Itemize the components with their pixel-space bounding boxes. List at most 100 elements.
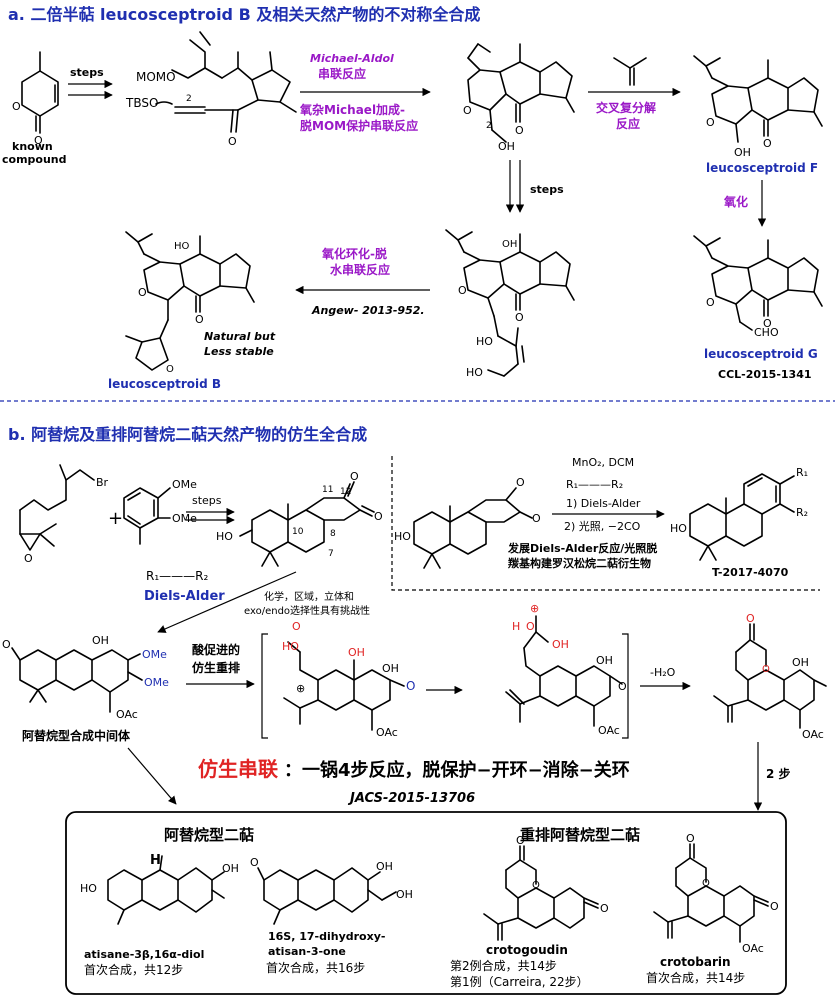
tq-ho: HO bbox=[394, 530, 411, 543]
quinone-o-2: O bbox=[374, 510, 383, 523]
hydroxy-intermediate-structure bbox=[445, 229, 575, 377]
int-oac: OAc bbox=[116, 708, 138, 721]
atisane-header: 阿替烷型二萜 bbox=[164, 826, 254, 844]
plus-sign: + bbox=[108, 508, 123, 529]
tricycle-subscript-a: 2 bbox=[486, 121, 492, 131]
mid-ho-1: HO bbox=[476, 335, 493, 348]
product-3-name: crotogoudin bbox=[486, 943, 568, 957]
two-step-label: 2 步 bbox=[766, 766, 791, 781]
num-10: 10 bbox=[292, 527, 304, 537]
cascade-desc: ：一锅4步反应，脱保护−开环−消除−关环 bbox=[284, 759, 630, 781]
p2-oh-2: OH bbox=[396, 888, 413, 901]
atisanone-structure bbox=[257, 867, 397, 925]
known-compound-label: known bbox=[12, 140, 53, 153]
lactone-product-structure bbox=[713, 623, 827, 729]
leuco-f-ketone: O bbox=[763, 137, 772, 150]
oxo-oac: OAc bbox=[598, 724, 620, 737]
method-desc-2: 羰基构建罗汉松烷二萜衍生物 bbox=[507, 556, 651, 570]
leuco-b-ketone: O bbox=[195, 313, 204, 326]
cat-o-blue: O bbox=[406, 679, 415, 693]
p1-oh: OH bbox=[222, 862, 239, 875]
mid-o: O bbox=[458, 284, 467, 297]
int-ome-2: OMe bbox=[144, 676, 169, 689]
podo-ho: HO bbox=[670, 522, 687, 535]
t-ref: T-2017-4070 bbox=[712, 566, 789, 579]
mid-ketone: O bbox=[515, 311, 524, 324]
p3-o-ring: O bbox=[532, 880, 540, 891]
num-8: 8 bbox=[330, 529, 336, 539]
oxidative-cyclization-1: 氧化环化-脱 bbox=[321, 246, 387, 261]
reaction-2-desc-1: 氧杂Michael加成- bbox=[299, 102, 405, 117]
product-4-name: crotobarin bbox=[660, 955, 731, 969]
reagent-mno2: MnO₂, DCM bbox=[572, 456, 634, 469]
lac-o-top: O bbox=[746, 612, 755, 625]
oxo-h: H bbox=[512, 620, 520, 633]
oxonium-intermediate-structure bbox=[505, 615, 623, 727]
diels-alder-label: Diels-Alder bbox=[144, 589, 225, 604]
selectivity-2: exo/endo选择性具有挑战性 bbox=[244, 604, 370, 617]
leucosceptroid-g-structure bbox=[693, 235, 823, 331]
p2-o: O bbox=[250, 856, 259, 869]
crotogoudin-structure bbox=[483, 845, 599, 941]
oxo-oh-1: OH bbox=[552, 638, 569, 651]
leuco-f-o: O bbox=[706, 116, 715, 129]
selectivity-1: 化学，区域，立体和 bbox=[264, 590, 354, 603]
atisane-diol-structure bbox=[107, 855, 225, 925]
svg-text:O: O bbox=[12, 100, 21, 113]
lac-oac: OAc bbox=[802, 728, 824, 741]
product-3-note-1: 第2例合成，共14步 bbox=[450, 958, 557, 973]
atisane-intermediate-structure bbox=[11, 647, 143, 713]
ketone-o-a: O bbox=[228, 135, 237, 148]
tq-o-2: O bbox=[532, 512, 541, 525]
num-7: 7 bbox=[328, 549, 334, 559]
oxidative-cyclization-2: 水串联反应 bbox=[330, 262, 390, 277]
intermediate-label: 阿替烷型合成中间体 bbox=[22, 728, 131, 743]
epoxide-o: O bbox=[24, 552, 33, 565]
leuco-g-ketone: O bbox=[763, 317, 772, 330]
section-b-title: b. 阿替烷及重排阿替烷二萜天然产物的仿生全合成 bbox=[8, 425, 367, 444]
linear-precursor-structure bbox=[155, 31, 297, 133]
p2-oh-1: OH bbox=[376, 860, 393, 873]
mid-ho-2: HO bbox=[466, 366, 483, 379]
quinone-o-1: O bbox=[350, 470, 359, 483]
crotobarin-structure bbox=[653, 843, 769, 943]
cat-oh-1: OH bbox=[348, 646, 365, 659]
leuco-f-oh: OH bbox=[734, 146, 751, 159]
mid-oh-top: OH bbox=[502, 239, 517, 250]
tbso-label: TBSO bbox=[125, 96, 158, 110]
step-1-label: 1) Diels-Alder bbox=[566, 497, 641, 510]
known-compound-label-2: compound bbox=[2, 153, 67, 166]
cat-oac: OAc bbox=[376, 726, 398, 739]
r2-label: R₂ bbox=[796, 506, 808, 519]
cat-plus: ⊕ bbox=[296, 682, 305, 695]
acid-label-2: 仿生重排 bbox=[192, 660, 240, 675]
reaction-1-name: Michael-Aldol bbox=[310, 52, 394, 65]
int-ome-1: OMe bbox=[142, 648, 167, 661]
product-4-note: 首次合成，共14步 bbox=[646, 970, 745, 985]
p1-h: H bbox=[150, 853, 161, 868]
orthoquinone-structure bbox=[239, 481, 375, 567]
products-box bbox=[65, 811, 787, 995]
alkyne-label: R₁———R₂ bbox=[146, 569, 208, 583]
metathesis-label-2: 反应 bbox=[616, 116, 640, 131]
p4-ketone: O bbox=[770, 900, 779, 913]
cat-ho: HO bbox=[282, 640, 299, 653]
product-2-name-2: atisan-3-one bbox=[268, 945, 346, 958]
quinone-ho: HO bbox=[216, 530, 233, 543]
oxo-plus: ⊕ bbox=[530, 602, 539, 615]
acid-label-1: 酸促进的 bbox=[192, 642, 240, 657]
da-arrow bbox=[157, 571, 297, 633]
subscript-2-a: 2 bbox=[186, 94, 192, 104]
p4-o-top: O bbox=[686, 832, 695, 845]
reagent-alkyne: R₁———R₂ bbox=[566, 478, 623, 491]
bracket-right bbox=[622, 633, 629, 739]
reaction-1-desc: 串联反应 bbox=[318, 66, 366, 81]
product-1-note: 首次合成，共12步 bbox=[84, 962, 183, 977]
p1-ho: HO bbox=[80, 882, 97, 895]
step-2-label: 2) 光照, −2CO bbox=[564, 519, 641, 533]
p3-o-top: O bbox=[516, 834, 525, 847]
leuco-b-furan-o: O bbox=[166, 364, 174, 375]
dimethoxytoluene-structure bbox=[123, 487, 171, 545]
leuco-b-o: O bbox=[138, 286, 147, 299]
cat-o: O bbox=[292, 620, 301, 633]
